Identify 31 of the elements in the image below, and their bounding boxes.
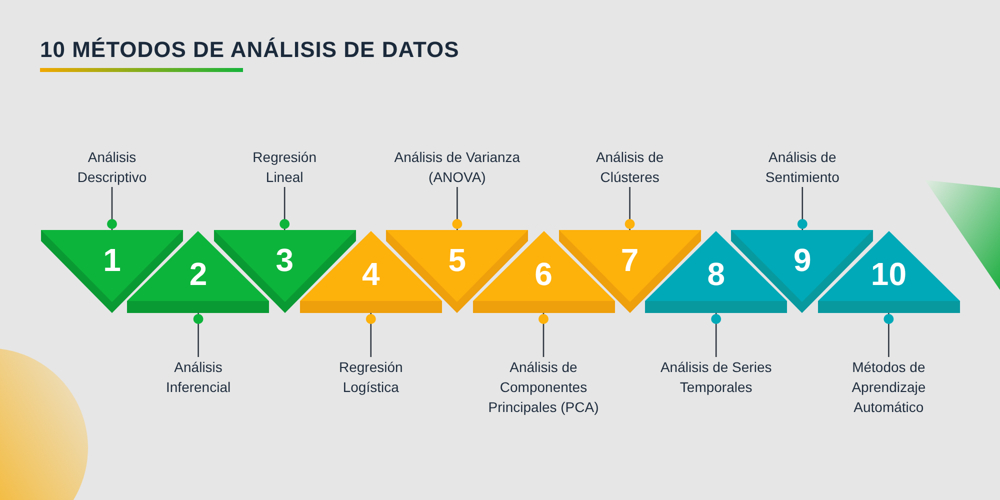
title: 10 MÉTODOS DE ANÁLISIS DE DATOS — [40, 37, 460, 63]
method-label: Análisis Inferencial — [158, 357, 238, 397]
step-number: 5 — [448, 243, 466, 277]
step-number: 8 — [707, 257, 725, 291]
method-label: Análisis de Clústeres — [588, 147, 672, 187]
method-label: Regresión Logística — [332, 357, 410, 397]
leader-line — [193, 313, 204, 357]
method-label: Análisis de Sentimiento — [760, 147, 844, 187]
step-number: 4 — [362, 257, 380, 291]
step-number: 3 — [276, 243, 294, 277]
leader-line — [107, 187, 117, 230]
leader-line — [452, 187, 462, 230]
step-number: 10 — [870, 257, 906, 291]
step-number: 7 — [620, 243, 639, 277]
method-label: Regresión Lineal — [246, 147, 323, 187]
method-label: Análisis de Componentes Principales (PCA) — [482, 357, 604, 417]
leader-line — [366, 313, 376, 357]
step-number: 2 — [189, 257, 208, 291]
leader-line — [797, 187, 808, 230]
leader-line — [624, 187, 635, 230]
leader-line — [711, 313, 722, 357]
method-label: Análisis de Series Temporales — [652, 357, 780, 397]
method-label: Análisis de Varianza (ANOVA) — [384, 147, 530, 187]
leader-line — [884, 313, 894, 357]
step-number: 1 — [103, 243, 121, 277]
step-number: 9 — [794, 243, 812, 277]
leader-line — [280, 187, 290, 230]
leader-line — [538, 313, 548, 357]
step-number: 6 — [534, 257, 552, 291]
method-label: Métodos de Aprendizaje Automático — [846, 357, 931, 417]
method-label: Análisis Descriptivo — [70, 147, 154, 187]
